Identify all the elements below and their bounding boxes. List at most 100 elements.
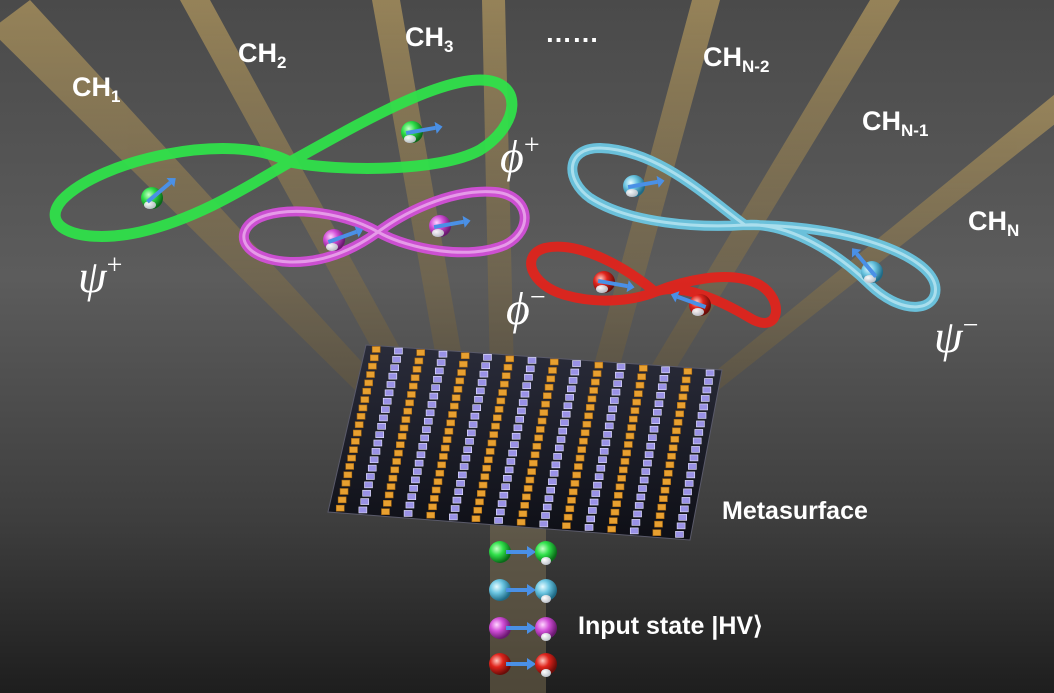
metasurface-pillar <box>450 402 459 410</box>
metasurface-pillar <box>354 421 364 428</box>
metasurface-pillar <box>648 434 657 441</box>
metasurface-pillar <box>683 488 692 496</box>
metasurface-pillar <box>397 433 407 440</box>
metasurface-pillar <box>546 486 555 494</box>
metasurface-pillar <box>458 471 467 479</box>
metasurface-pillar <box>705 369 715 377</box>
metasurface-pillar <box>665 461 675 469</box>
metasurface-pillar <box>477 379 487 386</box>
metasurface-pillar <box>494 517 503 524</box>
metasurface-pillar <box>335 504 345 512</box>
metasurface-pillar <box>487 439 497 447</box>
polarization-arrow-icon <box>433 215 471 230</box>
metasurface-pillar <box>560 419 569 426</box>
metasurface-pillar <box>676 522 686 530</box>
metasurface-pillar <box>589 498 599 506</box>
metasurface-pillar <box>433 376 442 383</box>
metasurface-pillar <box>360 498 370 505</box>
metasurface-pillar <box>431 486 441 494</box>
input-photon-pair <box>489 579 557 603</box>
metasurface-pillar <box>394 449 403 457</box>
metasurface-pillar <box>654 520 663 528</box>
metasurface-pillar <box>624 441 633 448</box>
metasurface-pillar <box>470 412 480 420</box>
metasurface-pillar <box>603 431 612 438</box>
metasurface-pillar <box>570 368 580 376</box>
metasurface-pillar <box>499 491 509 499</box>
metasurface-pillar <box>513 424 523 432</box>
metasurface-pillar <box>369 456 379 464</box>
metasurface-pillar <box>414 357 424 365</box>
metasurface-pillar <box>606 414 616 421</box>
metasurface-pillar <box>644 451 654 458</box>
metasurface-pillar <box>615 371 624 379</box>
metasurface-pillar <box>349 446 358 454</box>
metasurface-pillar <box>476 490 486 497</box>
metasurface-pillar <box>594 473 604 480</box>
metasurface-pillar <box>390 364 399 372</box>
metasurface-pillar <box>572 471 581 479</box>
metasurface-pillar <box>457 369 466 376</box>
metasurface-pillar <box>570 480 580 487</box>
metasurface-pillar <box>696 420 705 428</box>
metasurface-pillar <box>657 503 667 511</box>
metasurface-pillar <box>702 386 712 394</box>
photon-sphere-icon <box>851 248 883 283</box>
metasurface-pillar <box>684 480 694 487</box>
metasurface-pillar <box>449 513 458 521</box>
metasurface-pillar <box>392 356 401 363</box>
metasurface-plate <box>327 344 723 541</box>
metasurface-pillar <box>379 414 388 422</box>
metasurface-pillar <box>508 449 517 457</box>
metasurface-pillar <box>383 500 392 507</box>
metasurface-pillar <box>549 358 559 366</box>
metasurface-pillar <box>496 397 506 405</box>
metasurface-pillar <box>456 480 465 487</box>
metasurface-pillar <box>659 495 668 502</box>
metasurface-pillar <box>536 426 545 433</box>
metasurface-pillar <box>479 370 489 378</box>
metasurface-pillar <box>411 476 420 484</box>
polarization-arrow-icon <box>146 177 176 204</box>
metasurface-pillar <box>364 379 373 387</box>
metasurface-pillar <box>627 424 636 431</box>
metasurface-pillar <box>373 439 383 447</box>
metasurface-pillar <box>691 446 700 453</box>
metasurface-pillar <box>434 367 444 375</box>
metasurface-pillar <box>337 496 347 504</box>
metasurface-pillar <box>614 491 623 499</box>
metasurface-pillar <box>405 399 414 407</box>
metasurface-pillar <box>438 350 448 358</box>
metasurface-pillar <box>410 374 420 382</box>
metasurface-pillar <box>442 436 452 443</box>
metasurface-pillar <box>436 359 446 366</box>
metasurface-pillar <box>392 458 401 465</box>
metasurface-pillar <box>635 381 645 389</box>
channel-label-chn-1: CHN-1 <box>862 106 929 140</box>
metasurface-pillars <box>335 346 715 538</box>
metasurface-pillar <box>561 410 571 418</box>
metasurface-pillar <box>527 357 537 364</box>
channel-label-chn: CHN <box>968 206 1020 240</box>
input-photon-pair <box>489 541 557 565</box>
metasurface-pillar <box>676 402 686 409</box>
metasurface-pillar <box>510 441 519 448</box>
metasurface-pillar <box>699 403 708 411</box>
metasurface-pillar <box>563 513 573 521</box>
metasurface-pillar <box>501 372 511 379</box>
metasurface-pillar <box>362 387 372 395</box>
metasurface-pillar <box>544 495 554 502</box>
metasurface-pillar <box>668 444 678 452</box>
metasurface-pillar <box>568 377 578 384</box>
metasurface-pillar <box>482 464 491 472</box>
metasurface-pillar <box>678 514 688 521</box>
metasurface-pillar <box>565 394 574 401</box>
metasurface-pillar <box>439 453 448 460</box>
metasurface-pillar <box>537 417 547 425</box>
input-photons <box>489 541 557 677</box>
metasurface-pillar <box>426 511 436 519</box>
metasurface-pillar <box>673 419 683 426</box>
metasurface-pillar <box>585 404 595 411</box>
polarization-arrow-icon <box>506 622 536 634</box>
metasurface-pillar <box>546 375 556 383</box>
